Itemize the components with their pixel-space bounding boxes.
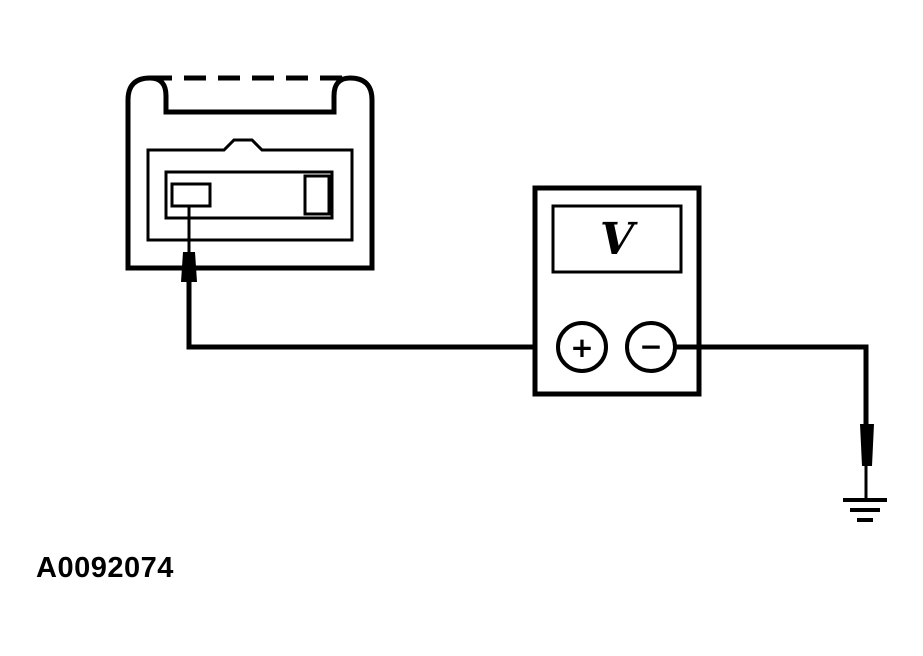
probe-icon [181,206,197,282]
voltmeter-display [551,204,683,274]
connector-side-slot [303,174,331,216]
ground-icon [843,498,887,522]
voltmeter-icon: V + − [532,185,702,397]
voltmeter-symbol: V [600,214,638,265]
lead-wire-negative [675,344,869,424]
positive-terminal-sign: + [570,331,593,364]
connector-pin-cavity [170,182,212,208]
ground-probe-icon [860,424,874,500]
negative-terminal-sign: − [639,330,662,363]
positive-terminal [556,321,608,373]
connector-inner-panel [146,138,354,242]
lead-wire-positive [186,282,557,350]
connector-icon [125,75,375,271]
connector-terminal-strip [164,170,334,220]
figure-id: A0092074 [36,552,174,584]
connector-housing [125,75,375,271]
